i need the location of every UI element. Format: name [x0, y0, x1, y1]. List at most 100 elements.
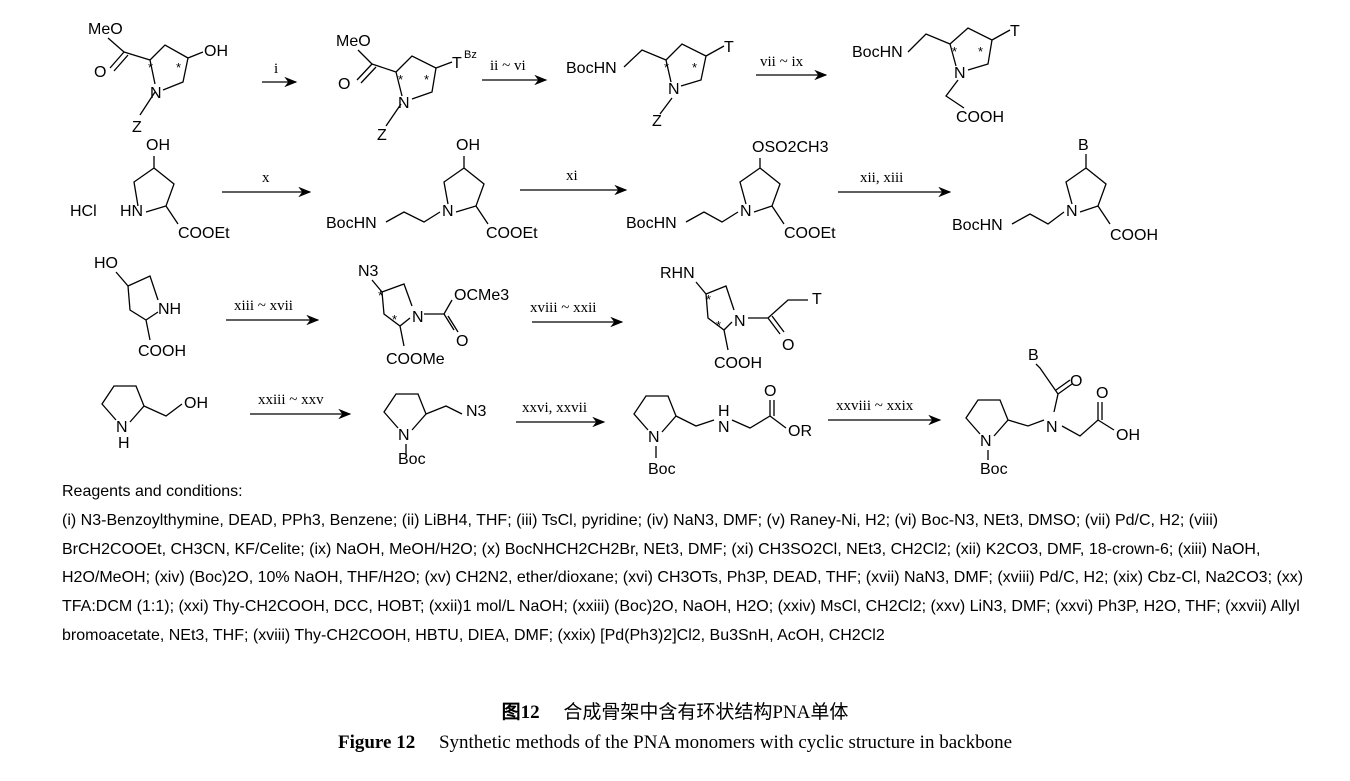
label-n: N: [150, 85, 162, 102]
label-bochn: BocHN: [326, 215, 377, 232]
label-h: H: [718, 403, 730, 420]
label-oh: OH: [146, 137, 170, 154]
label-meo: MeO: [336, 33, 371, 50]
label-cooet: COOEt: [178, 225, 230, 242]
label-t: T: [724, 39, 734, 56]
label-nh: NH: [158, 301, 181, 318]
compound-14: O H N OR N Boc: [633, 383, 812, 478]
label-boc: Boc: [648, 461, 676, 478]
label-o: O: [764, 383, 776, 400]
label-bochn: BocHN: [626, 215, 677, 232]
compound-9: HO NH COOH: [94, 255, 186, 360]
condition-label: xxiii ~ xxv: [258, 392, 324, 408]
label-oh: OH: [184, 395, 208, 412]
label-o: O: [1096, 385, 1108, 402]
bonds: [356, 49, 453, 127]
label-t: T: [812, 291, 822, 308]
label-cooh: COOH: [1110, 227, 1158, 244]
bonds: [383, 393, 463, 454]
label-bochn: BocHN: [952, 217, 1003, 234]
label-oh: OH: [204, 43, 228, 60]
label-ocme3: OCMe3: [454, 287, 509, 304]
label-hcl: HCl: [70, 203, 97, 220]
reaction-scheme: MeO O OH N Z * * i MeO O T Bz N Z * * ii…: [70, 21, 1158, 478]
label-z: Z: [377, 127, 387, 144]
compound-13: N3 N Boc: [383, 393, 487, 468]
condition-label: xxviii ~ xxix: [836, 398, 914, 414]
label-n: N: [398, 427, 410, 444]
figure-captions: 图12 合成骨架中含有环状结构PNA单体 Figure 12 Synthetic…: [0, 700, 1350, 760]
label-bochn: BocHN: [566, 60, 617, 77]
condition-label: ii ~ vi: [490, 58, 526, 74]
bonds: [623, 43, 725, 115]
stereo-star: *: [706, 292, 711, 307]
label-coome: COOMe: [386, 351, 445, 368]
label-n3: N3: [466, 403, 487, 420]
label-meo: MeO: [88, 21, 123, 38]
reagents-text: (i) N3-Benzoylthymine, DEAD, PPh3, Benze…: [62, 511, 1304, 644]
arrow-5: xi: [520, 168, 628, 196]
compound-12: OH N H: [101, 385, 208, 452]
condition-label: xviii ~ xxii: [530, 300, 596, 316]
reagents-block: Reagents and conditions: (i) N3-Benzoylt…: [62, 478, 1322, 651]
label-h: H: [118, 435, 130, 452]
condition-label: xiii ~ xvii: [234, 298, 293, 314]
label-z: Z: [132, 119, 142, 136]
arrow-10: xxvi, xxvii: [516, 400, 606, 428]
label-oso2ch3: OSO2CH3: [752, 139, 829, 156]
condition-label: vii ~ ix: [760, 54, 804, 70]
label-ho: HO: [94, 255, 118, 272]
label-rhn: RHN: [660, 265, 695, 282]
label-n: N: [954, 65, 966, 82]
label-n: N: [740, 203, 752, 220]
arrow-4: x: [222, 170, 312, 198]
condition-label: xii, xiii: [860, 170, 903, 186]
label-tbz: T: [452, 55, 462, 72]
stereo-star: *: [692, 60, 697, 75]
stereo-star: *: [952, 44, 957, 59]
label-n: N: [412, 309, 424, 326]
label-boc: Boc: [980, 461, 1008, 478]
label-cooet: COOEt: [784, 225, 836, 242]
condition-label: xi: [566, 168, 578, 184]
label-o: O: [1070, 373, 1082, 390]
label-cooet: COOEt: [486, 225, 538, 242]
label-n: N: [718, 419, 730, 436]
stereo-star: *: [978, 44, 983, 59]
stereo-star: *: [392, 312, 397, 327]
label-oh: OH: [456, 137, 480, 154]
bonds: [385, 156, 489, 225]
label-z: Z: [652, 113, 662, 130]
label-n: N: [442, 203, 454, 220]
arrow-6: xii, xiii: [838, 170, 952, 198]
compound-1: MeO O OH N Z * *: [88, 21, 228, 136]
compound-3: BocHN T N Z * *: [566, 39, 734, 130]
caption-cn-text: 合成骨架中含有环状结构PNA单体: [563, 702, 849, 723]
stereo-star: *: [398, 72, 403, 87]
label-n: N: [1066, 203, 1078, 220]
stereo-star: *: [378, 288, 383, 303]
condition-label: xxvi, xxvii: [522, 400, 587, 416]
arrow-9: xxiii ~ xxv: [250, 392, 352, 420]
label-bochn: BocHN: [852, 44, 903, 61]
label-o: O: [456, 333, 468, 350]
compound-4: BocHN T N COOH * *: [852, 23, 1020, 126]
arrow-1: i: [262, 61, 298, 88]
label-n: N: [648, 429, 660, 446]
label-oh: OH: [1116, 427, 1140, 444]
label-n: N: [398, 95, 410, 112]
label-t: T: [1010, 23, 1020, 40]
label-n: N: [980, 433, 992, 450]
arrow-7: xiii ~ xvii: [226, 298, 320, 326]
label-o: O: [94, 64, 106, 81]
compound-11: RHN T N O COOH * *: [660, 265, 822, 372]
label-b: B: [1078, 137, 1089, 154]
compound-5: OH HCl HN COOEt: [70, 137, 230, 242]
compound-2: MeO O T Bz N Z * *: [336, 33, 477, 144]
condition-label: i: [274, 61, 278, 77]
condition-label: x: [262, 170, 270, 186]
reagents-title: Reagents and conditions:: [62, 483, 243, 500]
label-or: OR: [788, 423, 812, 440]
compound-6: OH BocHN N COOEt: [326, 137, 538, 242]
caption-chinese: 图12 合成骨架中含有环状结构PNA单体: [0, 700, 1350, 726]
